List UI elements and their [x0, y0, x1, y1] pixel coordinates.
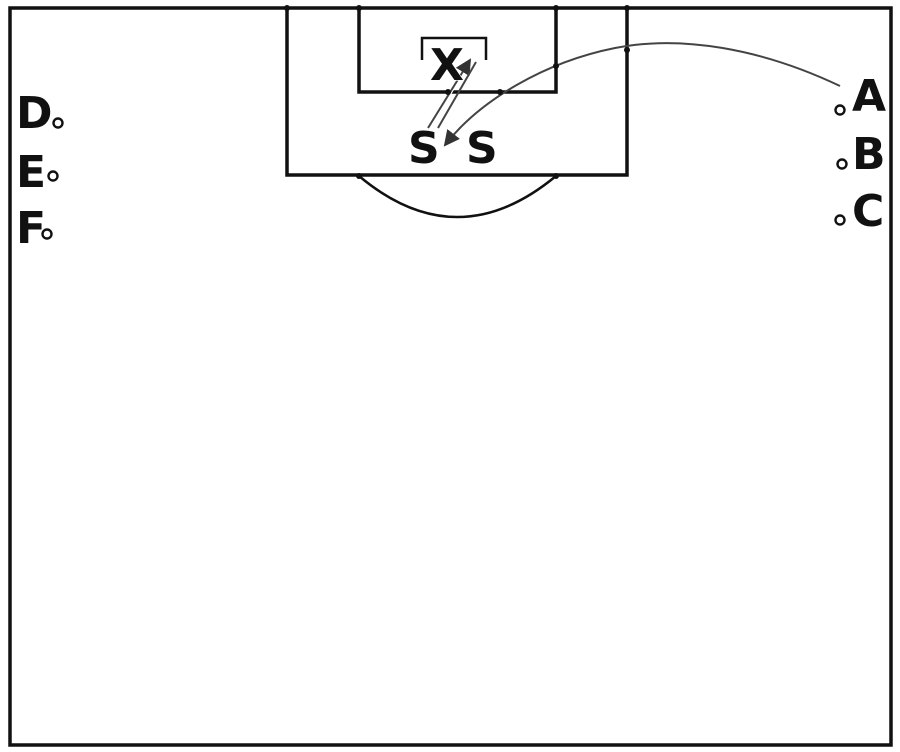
station-dot-a	[834, 104, 846, 116]
goal-area	[357, 8, 558, 94]
shot-path-secondary	[437, 61, 477, 129]
penalty-area	[285, 8, 629, 177]
station-dot-e	[47, 170, 59, 182]
station-dot-b	[836, 158, 848, 170]
station-label-c: C	[852, 186, 884, 237]
shooter-label-1: S	[408, 123, 440, 174]
station-dot-f	[41, 228, 53, 240]
shooter-label-2: S	[466, 123, 498, 174]
pass-path-a-to-s	[443, 42, 841, 147]
penalty-arc	[358, 175, 557, 219]
station-label-d: D	[16, 88, 53, 139]
line-junctions	[284, 5, 630, 179]
station-dot-d	[52, 117, 64, 129]
station-label-e: E	[16, 147, 46, 198]
goal-marker	[420, 36, 488, 60]
target-label-x: X	[430, 40, 464, 91]
station-label-b: B	[852, 129, 886, 180]
field-boundary	[8, 6, 893, 747]
station-label-a: A	[852, 71, 886, 122]
station-label-f: F	[16, 203, 46, 254]
station-dot-c	[834, 214, 846, 226]
